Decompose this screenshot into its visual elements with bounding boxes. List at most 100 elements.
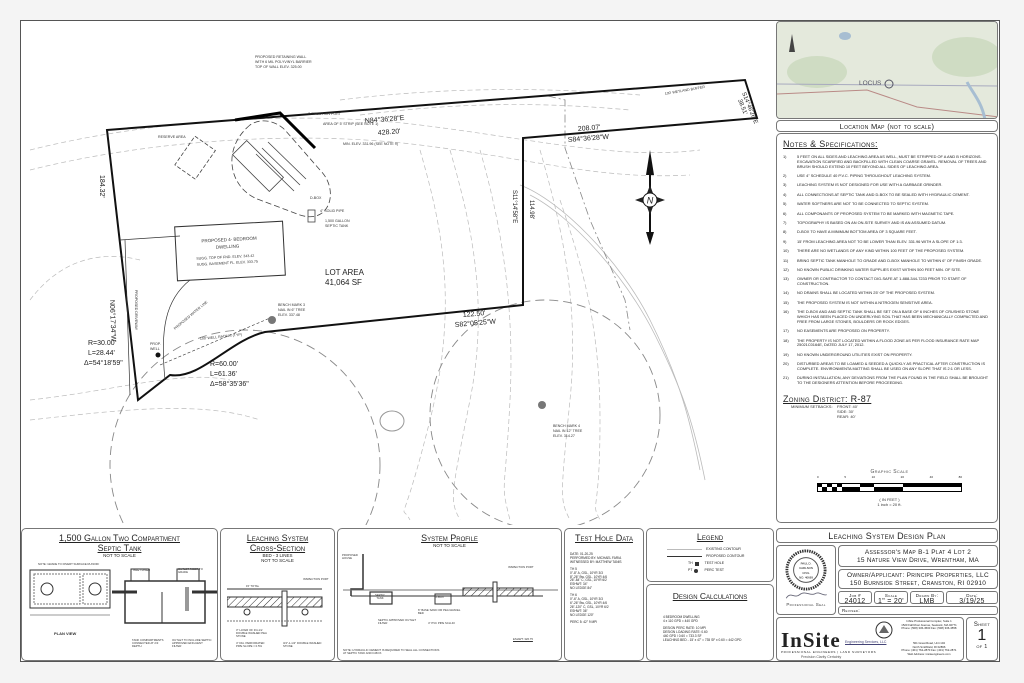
retaining-wall-label-1: PROPOSED RETAINING WALL xyxy=(255,55,306,59)
leaching-title-2: Cross-Section xyxy=(249,543,306,553)
septic-tank-symbol xyxy=(307,209,316,223)
pea-stone-label: 3" LAYER OF 3/4-1/2 DOUBLE WASHED PEA ST… xyxy=(236,628,267,638)
septic-detail-title-2: Septic Tank xyxy=(97,543,142,553)
owner-box: Owner/Applicant: Principe Properties, LL… xyxy=(838,569,998,589)
south-line-distance: 122.50' xyxy=(463,310,486,319)
solid-pipe-label: 4" SOLID PIPE xyxy=(320,209,345,213)
scale-tick-label: 5 xyxy=(844,475,846,479)
mid-line-bearing: S84°36'28"W xyxy=(568,133,610,144)
profile-scale: NOT TO SCALE xyxy=(433,543,466,548)
mid-line-distance: 208.07' xyxy=(578,124,601,133)
note-text: WATER SOFTNERS ARE NOT TO BE CONNECTED T… xyxy=(797,201,929,207)
washed-stone-label: 3/4"-1-1/2" DOUBLE WASHED STONE xyxy=(283,641,322,648)
leaching-drawing xyxy=(227,588,323,627)
design-calc-line: DESIGN LOADING RATE: 0.60 xyxy=(663,630,708,634)
zoning-title: Zoning District: R-87 xyxy=(783,393,872,404)
note-number: 8) xyxy=(783,229,787,235)
test-hole-title: Test Hole Data xyxy=(575,533,633,543)
inspection-port-label: INSPECTION PORT xyxy=(303,577,329,581)
sheet-number-box: Sheet 1 of 1 xyxy=(966,617,998,661)
note-number: 18) xyxy=(783,337,789,343)
note-item: 5)WATER SOFTNERS ARE NOT TO BE CONNECTED… xyxy=(783,201,991,207)
test-hole-line: 26"-120" C, GSL, 10YR 6/2 xyxy=(570,604,609,609)
south-line-bearing: S82°05'25"W xyxy=(454,317,496,329)
property-line xyxy=(105,78,759,402)
address-line: 501 Great Road, Unit 104 xyxy=(913,641,945,645)
bm4-label-3: ELEV. 314.27 xyxy=(553,434,575,438)
note-number: 21) xyxy=(783,375,789,381)
note-item: 21)DURING INSTALLATION, ANY DEVIATIONS F… xyxy=(783,376,991,386)
reserve-area-label: RESERVE AREA xyxy=(158,135,186,139)
bm3-label-3: ELEV. 337.48 xyxy=(278,313,300,317)
curve1-delta: Δ=54°18'59" xyxy=(84,359,123,367)
curve2-length: L=61.36' xyxy=(210,371,237,378)
bed-label: 6" BASE SAND OR PEA GRAVEL BED xyxy=(418,608,461,615)
plan-view-label: PLAN VIEW xyxy=(54,631,77,636)
septic-detail-title-1: 1,500 Gallon Two Compartment xyxy=(59,533,180,543)
site-address: 15 Nature View Drive, Wrentham, MA xyxy=(856,557,980,564)
legend-test-hole: TEST HOLE xyxy=(704,561,725,565)
design-calc-line: DESIGN PERC RATE: 10 MPI xyxy=(663,626,706,630)
west-line-distance: 184.32' xyxy=(98,175,105,198)
note-number: 2) xyxy=(783,172,787,178)
sheet-label: Sheet xyxy=(973,622,991,628)
location-map-image xyxy=(777,22,997,118)
septic-note: NOTE: GRADE TO DIVERT SURFACE RUNOFF xyxy=(38,562,100,566)
company-emblem-icon xyxy=(875,621,893,639)
design-calc-line: 4 BEDROOM DWELLING xyxy=(663,615,700,619)
east-line-bearing: S11°14'58"E xyxy=(511,190,517,223)
note-text: DISTURBED AREAS TO BE LOAMED & SEEDED A … xyxy=(797,361,986,371)
note-number: 14) xyxy=(783,290,789,296)
scale-tick-label: 0 xyxy=(817,475,819,479)
septic-detail-scale: NOT TO SCALE xyxy=(103,553,136,558)
owner-address: 150 Burnside Street, Cranston, RI 02910 xyxy=(849,580,987,587)
test-hole-line: PERFORMED BY: MICHAEL FARIA xyxy=(570,555,622,560)
perforated-pipe-label: 4" DIA. PERFORATED PIPE SLOPE = 0.5% xyxy=(236,641,265,648)
driveway-label: PROPOSED DRIVEWAY xyxy=(134,290,138,331)
note-text: THE D-BOX AND AND SEPTIC TANK SHALL BE S… xyxy=(797,309,988,324)
job-number: 24012 xyxy=(844,598,866,605)
map-north-arrow-icon xyxy=(789,34,795,52)
legend-title: Legend xyxy=(696,532,724,542)
existing-contours xyxy=(29,89,701,521)
note-number: 9) xyxy=(783,238,787,244)
drawn-cell: Drawn By:LMB xyxy=(910,591,944,605)
existing-contour-icon xyxy=(667,549,702,550)
plan-title: Leaching System Design Plan xyxy=(776,528,998,543)
test-hole-line: NO LEDGE 84" xyxy=(570,586,593,591)
bm4-label-2: NAIL IN 12" TREE xyxy=(553,429,583,433)
profile-title: System Profile xyxy=(421,533,478,543)
outlet-riser-label: OUTLET RISER TO GRADE xyxy=(178,567,203,574)
note-item: 17)NO EASEMENTS ARE PROPOSED ON PROPERTY… xyxy=(783,328,991,334)
note-text: LEACHING SYSTEM IS NOT DESIGNED FOR USE … xyxy=(797,182,943,188)
graphic-scale-units: ( IN FEET ) xyxy=(879,497,900,502)
drawn-label: Drawn By: xyxy=(915,593,939,598)
note-number: 13) xyxy=(783,276,789,282)
septic-tank-label-2: SEPTIC TANK xyxy=(325,224,349,228)
well-label-2: WELL xyxy=(150,347,160,351)
seal-text: CARLSON xyxy=(799,566,813,570)
test-hole-line: 0"-6" A, GSL, 10YR 3/3 xyxy=(570,597,603,602)
revised-label: Revised: xyxy=(842,608,860,613)
revised-cell: Revised: xyxy=(838,606,998,615)
legend-proposed-contour: PROPOSED CONTOUR xyxy=(706,554,745,558)
perc-test-icon xyxy=(694,568,699,573)
locus-label: LOCUS xyxy=(859,80,882,87)
septic-tank-label-1: 1,500 GALLON xyxy=(325,219,350,223)
well-label-1: PROP. xyxy=(150,342,161,346)
test-hole-line: 6"-26" Bw, GSL, 10YR 4/6 xyxy=(570,600,607,605)
legend-existing-contour: EXISTING CONTOUR xyxy=(706,547,741,551)
design-calc-line: 440 GPD / 0.60 = 733.3 SF xyxy=(663,634,702,638)
note-text: THE PROPOSED SYSTEM IS NOT WITHIN A NITR… xyxy=(797,299,933,305)
north-letter: N xyxy=(647,196,654,206)
dbox-label: D-BOX xyxy=(310,196,322,200)
strip-area-label: AREA OF 5' STRIP (SEE NOTE 1) xyxy=(323,122,378,126)
profile-note: NOTE: HYDRAULIC CEMENT IS REQUIRED TO SE… xyxy=(343,648,440,655)
bm3-label-2: NAIL IN 6" TREE xyxy=(278,308,306,312)
retaining-wall-label-3: TOP OF WALL ELEV. 325.00 xyxy=(255,65,302,69)
system-profile: System Profile NOT TO SCALE PROPOSED HOU… xyxy=(337,528,562,661)
